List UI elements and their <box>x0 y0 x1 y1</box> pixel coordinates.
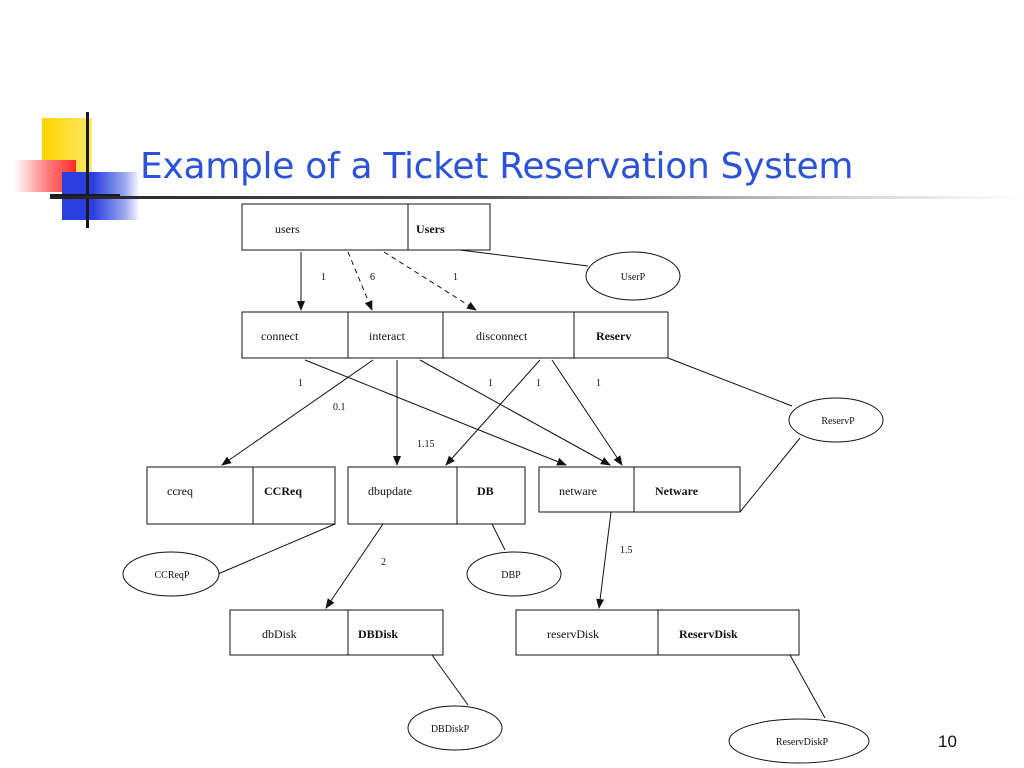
ccreqp-label: CCReqP <box>154 570 189 581</box>
users-task-box <box>241 203 491 251</box>
users-entry-label: users <box>275 222 300 236</box>
page-number: 10 <box>938 732 957 751</box>
label-disconnect-dbupdate: 1 <box>536 378 541 389</box>
link-dbdisk-dbdiskp <box>431 654 469 706</box>
reserv-task-label: Reserv <box>596 329 631 343</box>
reservdisk-entry-label: reservDisk <box>547 627 599 641</box>
logo-horizontal-line <box>50 194 120 197</box>
label-interact-dbupdate: 1.15 <box>417 439 435 450</box>
reservp-label: ReservP <box>821 416 855 427</box>
userp-processor <box>585 251 681 301</box>
call-labels: 1 6 1 1 0.1 1.15 1 1 1 2 1.5 <box>298 272 633 568</box>
dbdiskp-label: DBDiskP <box>431 724 470 735</box>
call-users-interact <box>347 251 373 311</box>
reservdisk-task-label: ReservDisk <box>679 627 738 641</box>
reservdiskp-label: ReservDiskP <box>776 737 829 748</box>
call-disconnect-dbupdate <box>445 359 541 466</box>
link-users-userp <box>459 249 589 267</box>
solid-calls <box>221 252 623 609</box>
call-interact-ccreq <box>221 359 374 466</box>
processor-ellipses <box>122 251 884 764</box>
dbdisk-task-box <box>229 609 444 656</box>
reserv-task-box <box>241 311 669 359</box>
ccreq-task-box <box>146 466 336 525</box>
task-labels: users Users connect interact disconnect … <box>167 222 738 641</box>
dbupdate-entry-label: dbupdate <box>368 484 412 498</box>
db-task-box <box>347 466 526 525</box>
ccreq-task-label: CCReq <box>264 484 302 498</box>
dbp-processor <box>466 551 562 597</box>
label-users-disconnect: 1 <box>453 272 458 283</box>
call-interact-netware <box>419 359 611 466</box>
logo-vertical-line <box>86 112 89 228</box>
dashed-calls <box>347 251 477 311</box>
processor-labels: UserP ReservP CCReqP DBP DBDiskP ReservD… <box>154 272 855 748</box>
label-disconnect-netware: 1 <box>596 378 601 389</box>
call-disconnect-netware <box>551 359 623 466</box>
reservdiskp-processor <box>728 718 870 764</box>
label-users-interact: 6 <box>370 272 375 283</box>
userp-label: UserP <box>621 272 646 283</box>
label-dbupdate-dbdisk: 2 <box>381 557 386 568</box>
dbdisk-task-label: DBDisk <box>358 627 398 641</box>
label-interact-netware: 1 <box>488 378 493 389</box>
call-netware-reservdisk <box>596 511 612 609</box>
dbdiskp-processor <box>407 705 503 751</box>
processor-links <box>217 249 826 719</box>
ccreqp-processor <box>122 551 220 597</box>
task-boxes <box>146 203 800 656</box>
call-users-disconnect <box>383 251 477 311</box>
link-reservdisk-reservdiskp <box>789 654 826 719</box>
label-connect-netware: 1 <box>298 378 303 389</box>
netware-entry-label: netware <box>559 484 597 498</box>
slide-title: Example of a Ticket Reservation System <box>140 146 854 187</box>
link-reserv-reservp <box>667 357 793 407</box>
dbp-label: DBP <box>501 570 521 581</box>
reservp-processor <box>788 397 884 443</box>
label-netware-reservdisk: 1.5 <box>620 545 633 556</box>
connect-entry-label: connect <box>261 329 299 343</box>
link-ccreq-ccreqp <box>217 523 336 575</box>
call-dbupdate-dbdisk <box>325 523 384 609</box>
netware-task-box <box>538 466 741 513</box>
label-users-connect: 1 <box>321 272 326 283</box>
interact-entry-label: interact <box>369 329 406 343</box>
link-netware-reservp <box>739 437 801 513</box>
users-task-label: Users <box>416 222 445 236</box>
dbdisk-entry-label: dbDisk <box>262 627 297 641</box>
title-underline <box>50 196 1024 199</box>
netware-task-label: Netware <box>655 484 699 498</box>
db-task-label: DB <box>477 484 494 498</box>
disconnect-entry-label: disconnect <box>476 329 528 343</box>
label-interact-ccreq: 0.1 <box>333 402 346 413</box>
link-db-dbp <box>491 523 506 551</box>
ccreq-entry-label: ccreq <box>167 484 193 498</box>
